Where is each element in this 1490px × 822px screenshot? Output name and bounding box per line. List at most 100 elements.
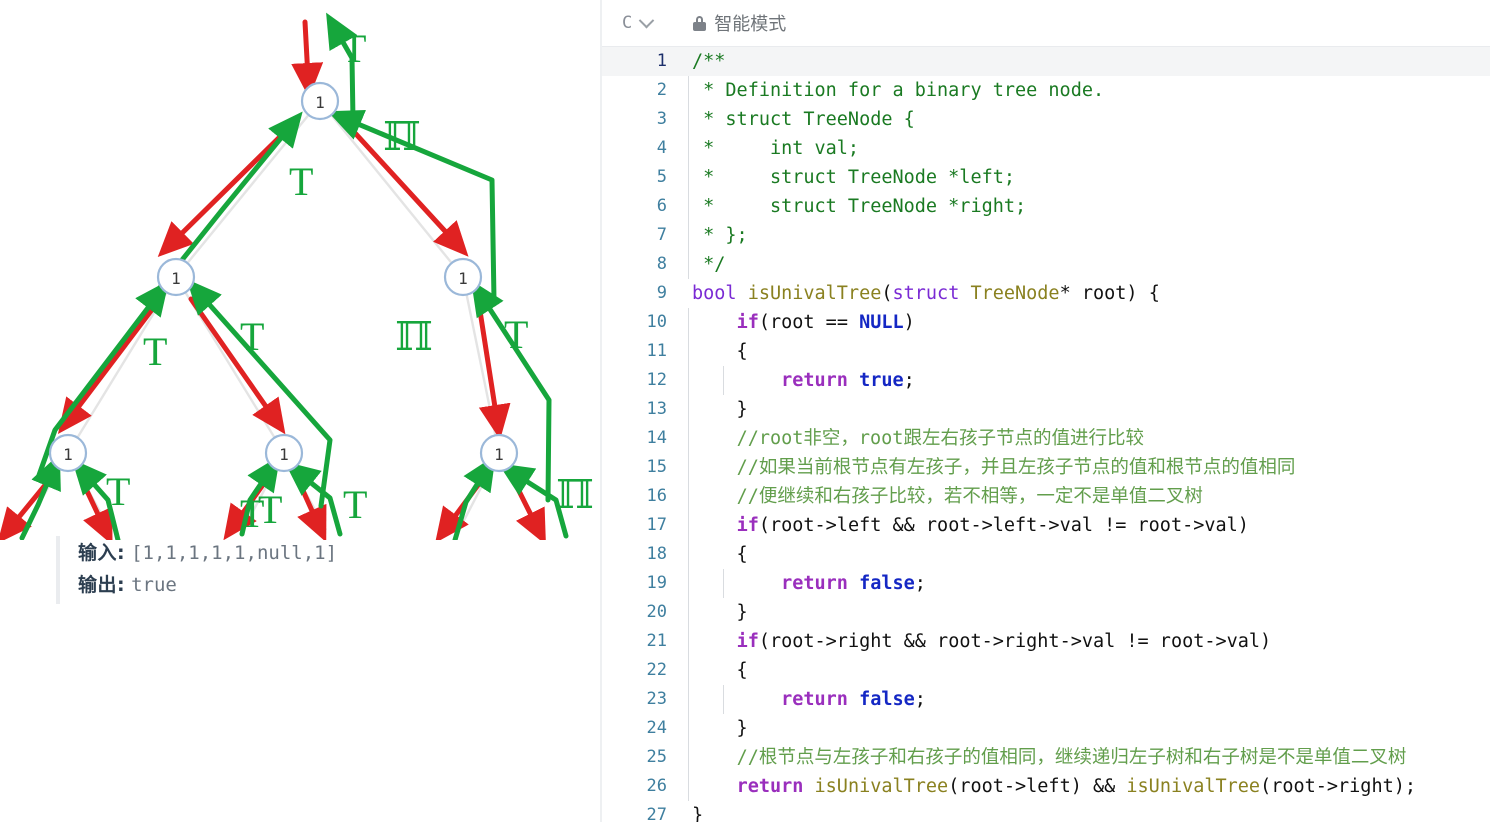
indent-guide <box>688 308 689 337</box>
code-line[interactable]: 15 //如果当前根节点有左孩子，并且左孩子节点的值和根节点的值相同 <box>602 453 1490 482</box>
line-number: 3 <box>656 109 667 129</box>
chevron-down-icon <box>638 12 655 28</box>
example-block: 输入:[1,1,1,1,1,null,1] 输出:true <box>56 536 337 604</box>
code-line[interactable]: 20 } <box>602 598 1490 627</box>
example-input-row: 输入:[1,1,1,1,1,null,1] <box>78 538 337 570</box>
code-line[interactable]: 1 /** <box>602 47 1490 76</box>
code-token: { <box>692 660 748 681</box>
indent-guide <box>688 366 689 395</box>
svg-text:T: T <box>143 329 167 374</box>
code-line[interactable]: 17 if(root->left && root->left->val != r… <box>602 511 1490 540</box>
code-line-text: if(root == NULL) <box>684 308 1490 337</box>
code-token: * Definition for a binary tree node. <box>692 80 1105 101</box>
code-token: isUnivalTree <box>814 776 949 797</box>
indent-guide <box>688 424 689 453</box>
code-token: (root->left) && <box>948 776 1127 797</box>
language-selector[interactable]: C <box>618 11 656 35</box>
code-line[interactable]: 2 * Definition for a binary tree node. <box>602 76 1490 105</box>
code-line[interactable]: 25 //根节点与左孩子和右孩子的值相同，继续递归左子树和右子树是不是单值二叉树 <box>602 743 1490 772</box>
code-line[interactable]: 14 //root非空，root跟左右孩子节点的值进行比较 <box>602 424 1490 453</box>
code-token <box>692 428 737 449</box>
line-number: 1 <box>656 51 667 71</box>
code-line[interactable]: 16 //便继续和右孩子比较，若不相等，一定不是单值二叉树 <box>602 482 1490 511</box>
code-token: /** <box>692 51 726 72</box>
line-number: 17 <box>646 515 667 535</box>
code-token: * struct TreeNode *left; <box>692 167 1016 188</box>
code-line[interactable]: 22 { <box>602 656 1490 685</box>
line-number: 9 <box>656 283 667 303</box>
code-line[interactable]: 24 } <box>602 714 1490 743</box>
code-line[interactable]: 4 * int val; <box>602 134 1490 163</box>
svg-text:1: 1 <box>494 445 504 464</box>
code-token: */ <box>692 254 726 275</box>
code-line[interactable]: 8 */ <box>602 250 1490 279</box>
code-token: ; <box>914 689 926 710</box>
code-line[interactable]: 11 { <box>602 337 1490 366</box>
code-line[interactable]: 23 return false; <box>602 685 1490 714</box>
code-token: * struct TreeNode { <box>692 109 915 130</box>
code-line[interactable]: 7 * }; <box>602 221 1490 250</box>
indent-guide <box>688 192 689 221</box>
code-token: isUnivalTree <box>747 283 882 304</box>
line-number: 16 <box>646 486 667 506</box>
code-token: //便继续和右孩子比较，若不相等，一定不是单值二叉树 <box>736 486 1203 507</box>
code-line[interactable]: 18 { <box>602 540 1490 569</box>
code-token: //如果当前根节点有左孩子，并且左孩子节点的值和根节点的值相同 <box>736 457 1296 478</box>
indent-guide <box>688 105 689 134</box>
example-input-label: 输入: <box>78 542 126 564</box>
code-line[interactable]: 13 } <box>602 395 1490 424</box>
code-line[interactable]: 5 * struct TreeNode *left; <box>602 163 1490 192</box>
code-token: NULL <box>859 312 904 333</box>
indent-guide <box>723 366 724 395</box>
code-editor-panel: C 智能模式 1 /** 2 * Definition for a binary t… <box>600 0 1490 822</box>
code-line-text: * struct TreeNode { <box>684 105 1490 134</box>
smart-mode-toggle[interactable]: 智能模式 <box>693 10 786 36</box>
code-line-text: } <box>684 714 1490 743</box>
code-token: false <box>859 689 915 710</box>
code-token <box>848 689 859 710</box>
code-line-text: * }; <box>684 221 1490 250</box>
code-token: TreeNode <box>970 283 1060 304</box>
code-line-text: return false; <box>684 685 1490 714</box>
line-number: 27 <box>646 805 667 822</box>
code-line[interactable]: 21 if(root->right && root->right->val !=… <box>602 627 1490 656</box>
code-line[interactable]: 19 return false; <box>602 569 1490 598</box>
code-line[interactable]: 27} <box>602 801 1490 822</box>
code-line[interactable]: 6 * struct TreeNode *right; <box>602 192 1490 221</box>
code-token: return <box>781 370 848 391</box>
code-token <box>848 573 859 594</box>
svg-text:ℿ: ℿ <box>383 114 421 159</box>
svg-text:ℿ: ℿ <box>395 314 433 359</box>
line-number: 10 <box>646 312 667 332</box>
tree-node: 1 <box>479 433 519 473</box>
code-token: return <box>736 776 804 797</box>
line-number: 7 <box>656 225 667 245</box>
code-token <box>692 312 737 333</box>
code-line-text: //便继续和右孩子比较，若不相等，一定不是单值二叉树 <box>684 482 1490 511</box>
indent-guide <box>688 743 689 772</box>
svg-text:ℿ: ℿ <box>556 472 594 517</box>
code-content[interactable]: 1 /** 2 * Definition for a binary tree nod… <box>602 47 1490 822</box>
editor-toolbar: C 智能模式 <box>602 0 1490 47</box>
code-token: ; <box>914 573 926 594</box>
code-line[interactable]: 12 return true; <box>602 366 1490 395</box>
indent-guide <box>688 250 689 279</box>
example-output-value: true <box>131 574 177 596</box>
code-line[interactable]: 3 * struct TreeNode { <box>602 105 1490 134</box>
code-token: ) { <box>1126 283 1160 304</box>
indent-guide <box>688 395 689 424</box>
code-line-text: return true; <box>684 366 1490 395</box>
code-line-text: //根节点与左孩子和右孩子的值相同，继续递归左子树和右子树是不是单值二叉树 <box>684 743 1490 772</box>
code-token: if <box>736 515 759 536</box>
code-line[interactable]: 10 if(root == NULL) <box>602 308 1490 337</box>
code-token <box>692 515 737 536</box>
smart-mode-label: 智能模式 <box>714 14 787 35</box>
indent-guide <box>688 163 689 192</box>
code-line-text: { <box>684 540 1490 569</box>
line-number: 18 <box>646 544 667 564</box>
svg-text:1: 1 <box>315 93 325 112</box>
line-number: 26 <box>646 776 667 796</box>
code-line[interactable]: 26 return isUnivalTree(root->left) && is… <box>602 772 1490 801</box>
indent-guide <box>688 221 689 250</box>
